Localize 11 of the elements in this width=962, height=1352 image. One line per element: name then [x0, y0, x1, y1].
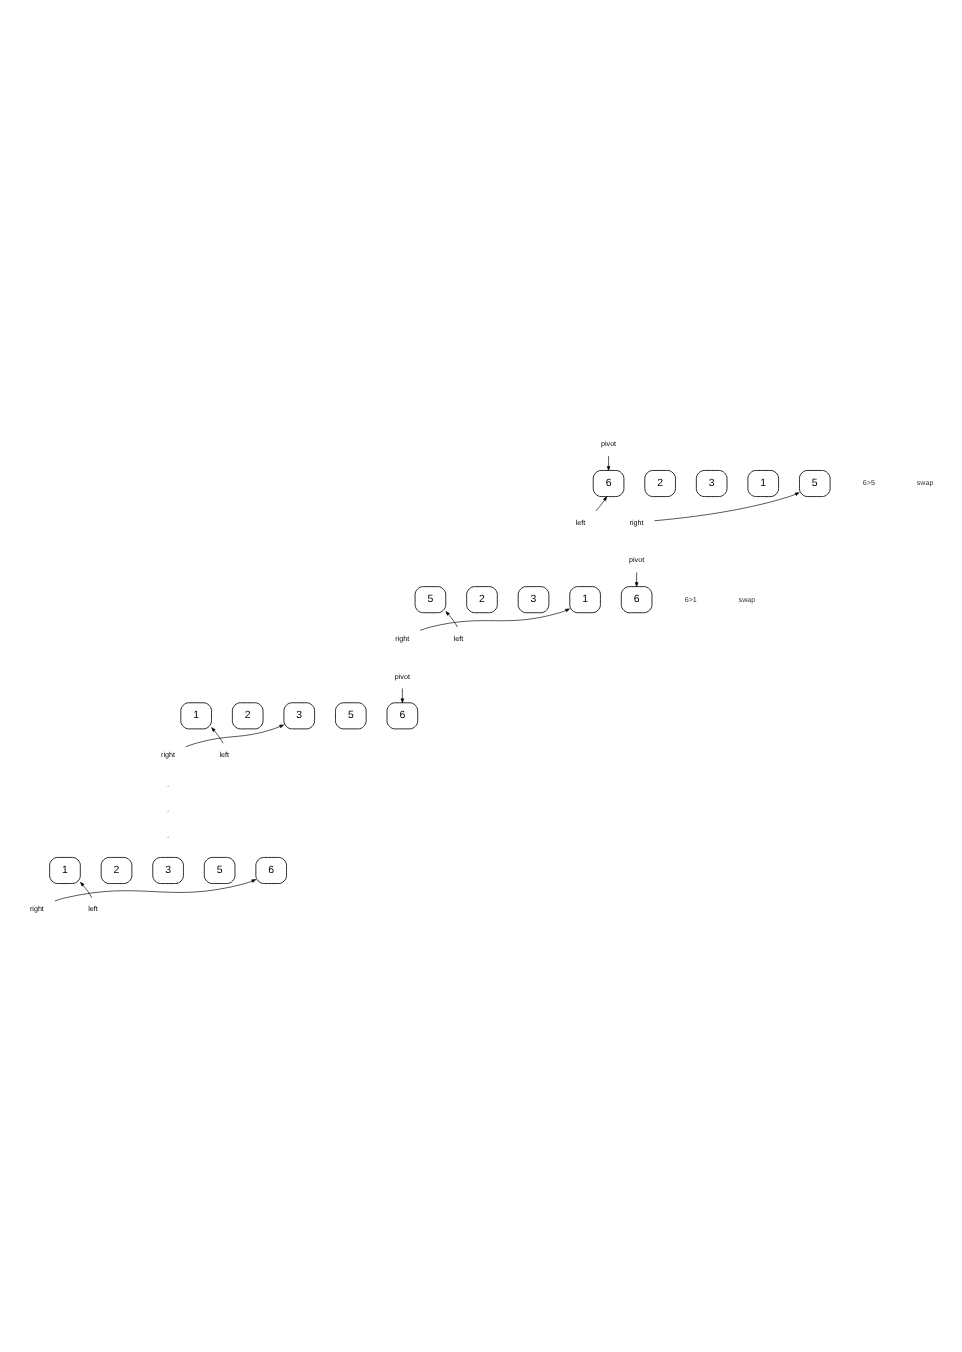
arrow — [211, 726, 224, 743]
arrow — [595, 495, 607, 511]
arrow — [419, 607, 570, 630]
arrow — [606, 454, 611, 470]
arrow — [400, 687, 405, 702]
arrow — [185, 723, 284, 747]
arrow — [445, 610, 458, 627]
arrow — [80, 880, 93, 898]
arrow — [54, 878, 257, 901]
arrow — [654, 491, 800, 521]
arrow — [634, 571, 639, 586]
